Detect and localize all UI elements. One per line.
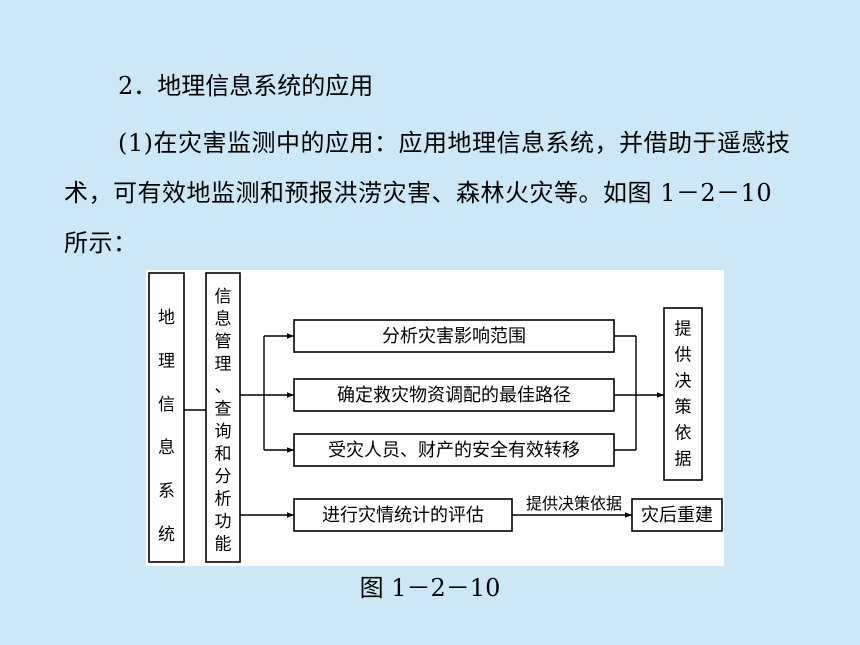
- branch-label-1: 分析灾害影响范围: [382, 326, 526, 347]
- branch-label-2: 确定救灾物资调配的最佳路径: [337, 385, 571, 406]
- function-label: 信息管理、查询和分析功能: [215, 287, 232, 555]
- section-paragraph: (1)在灾害监测中的应用：应用地理信息系统，并借助于遥感技术，可有效地监测和预报…: [64, 129, 791, 257]
- evaluation-box: [293, 498, 513, 532]
- rebuild-box: [631, 498, 723, 532]
- arrow-label: 提供决策依据: [526, 494, 622, 513]
- function-box: [205, 272, 241, 563]
- figure-caption: 图 1－2－10: [359, 574, 501, 602]
- decision-box: [663, 307, 703, 481]
- system-label: 地理信息系统: [158, 308, 175, 545]
- branch-box-1: [293, 319, 615, 353]
- decision-label: 提供决策依据: [675, 320, 692, 470]
- rebuild-label: 灾后重建: [641, 505, 713, 526]
- flow-diagram: 地理信息系统 信息管理、查询和分析功能 分析灾害影响范围 确定救灾物资调配的最佳…: [146, 270, 724, 566]
- system-box: [148, 272, 185, 563]
- section-heading: 2．地理信息系统的应用: [118, 72, 374, 100]
- evaluation-label: 进行灾情统计的评估: [322, 505, 484, 526]
- branch-box-3: [293, 433, 615, 467]
- branch-label-3: 受灾人员、财产的安全有效转移: [328, 440, 580, 461]
